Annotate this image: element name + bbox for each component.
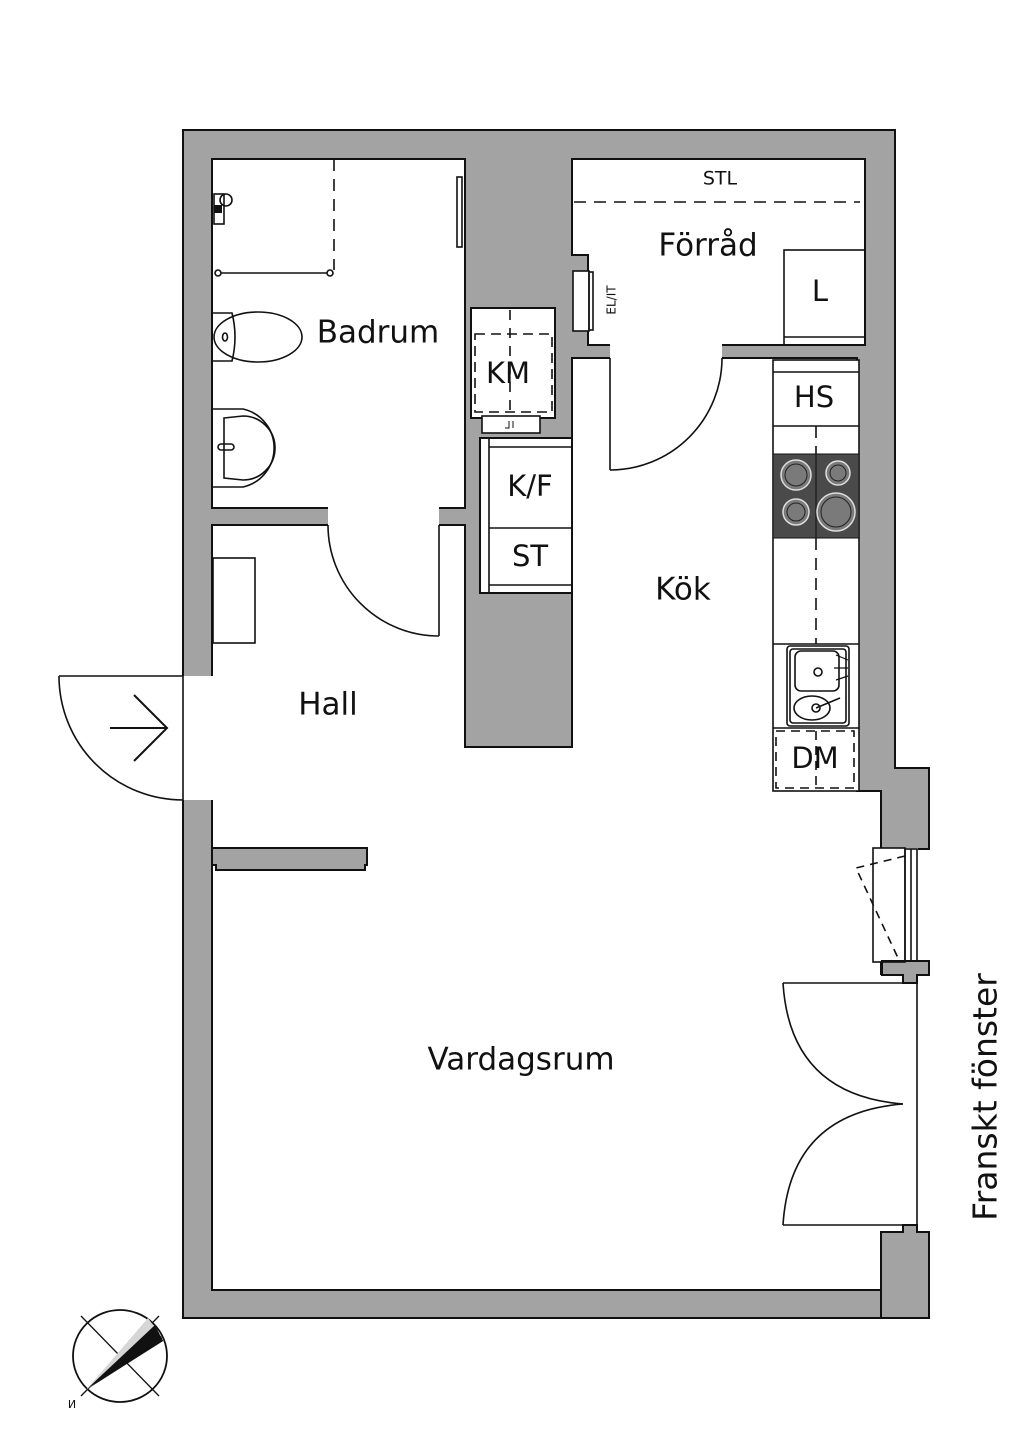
french-doors[interactable] [782,982,917,1226]
window [854,847,918,963]
dishwasher-label: DM [791,741,838,775]
stove-icon [772,453,860,539]
shower-rod [214,269,334,277]
room-label-bathroom: Badrum [317,315,440,351]
towel-rail [456,176,463,248]
sink-icon [213,408,276,488]
tall-cabinet-label: HS [794,380,834,414]
cabinet-l: L [783,249,866,346]
room-label-kitchen: Kök [655,572,711,608]
washing-machine-label: KM [486,356,530,390]
washing-machine-niche [470,307,556,419]
room-storage [571,158,866,346]
shelf-label: STL [703,168,738,190]
kitchen-sink-icon [786,645,850,727]
entrance-arrow-icon [110,694,169,762]
storage-door-opening [610,343,722,360]
fridge-wardrobe-unit: K/F ST [479,437,573,594]
wardrobe-label: ST [512,539,548,573]
washing-machine: KM [474,310,553,434]
room-bathroom [211,158,466,509]
cabinet-l-label: L [812,274,828,308]
compass-north-label: N [68,1398,76,1411]
entrance-opening [182,676,214,800]
room-label-hall: Hall [298,687,358,723]
shower-head-icon [213,193,233,225]
toilet-icon [213,311,303,363]
kitchen-counter: HS DM [772,359,860,792]
bathroom-door[interactable] [327,524,440,637]
electrical-it-panel: EL/IT [572,270,619,332]
hall-closet [212,557,256,644]
compass-icon: N [68,1309,168,1411]
storage-door[interactable] [609,357,723,471]
wall-below-french-door [880,1224,930,1319]
room-main-area [211,357,882,1291]
electrical-it-label: EL/IT [605,285,619,315]
room-label-living-room: Vardagsrum [427,1042,614,1078]
entrance-door[interactable] [58,675,184,801]
interior-wall-stub [211,847,368,871]
fridge-freezer-label: K/F [507,469,552,503]
room-label-storage: Förråd [658,228,757,264]
bathroom-door-opening [328,506,439,527]
french-window-label: Franskt fönster [966,973,1005,1221]
